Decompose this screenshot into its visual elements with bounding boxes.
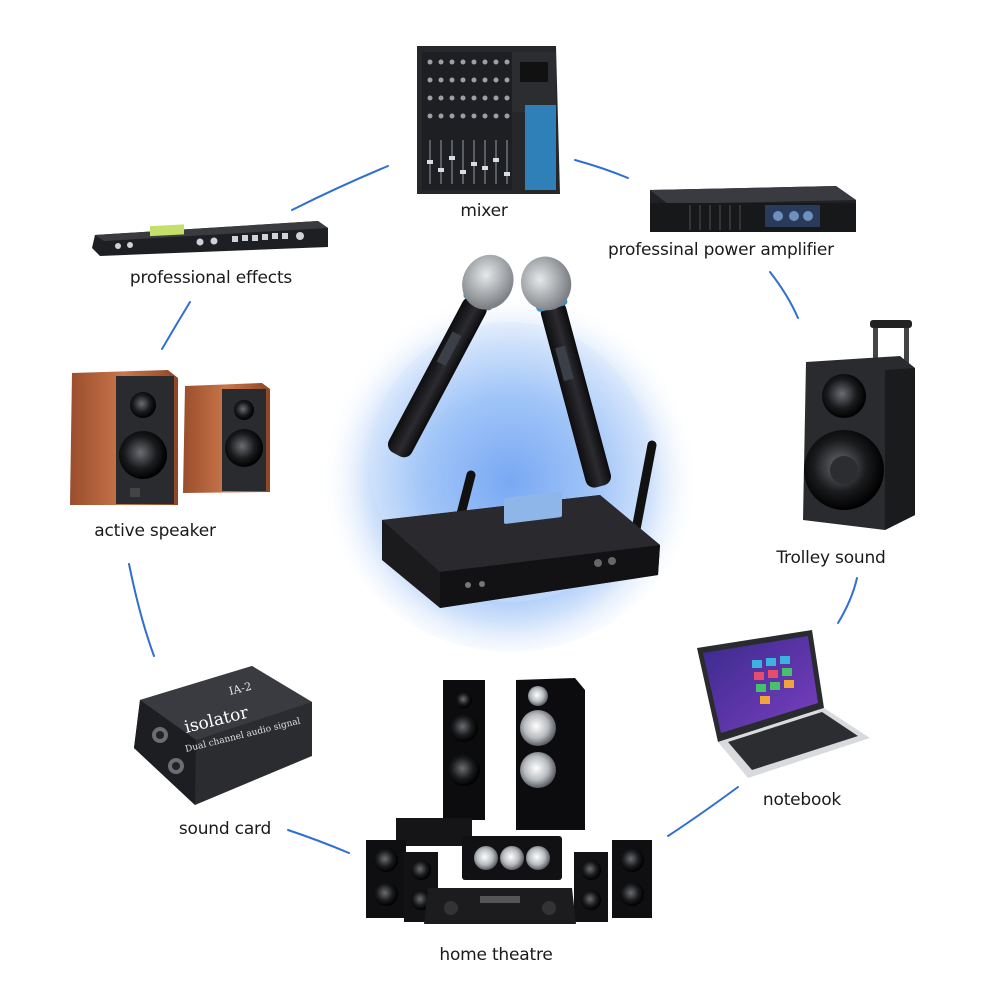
arc-soundcard-speaker: [128, 563, 155, 657]
arc-theatre-soundcard: [287, 829, 350, 854]
wireless-receiver-icon: [382, 440, 660, 608]
isolator-box-icon: [134, 666, 312, 805]
isolator-model-text: IA-2: [228, 680, 253, 698]
trolley-speaker-icon: [803, 320, 915, 530]
label-trolley-sound: Trolley sound: [776, 548, 886, 568]
home-theatre-icon: [366, 678, 652, 924]
arc-effects-mixer: [291, 165, 389, 211]
laptop-icon: [697, 630, 870, 778]
handheld-microphone-left-icon: [387, 254, 514, 458]
arc-trolley-notebook: [837, 577, 858, 624]
arc-mixer-amplifier: [574, 159, 629, 179]
label-power-amplifier: professinal power amplifier: [608, 240, 834, 260]
arc-speaker-effects: [161, 301, 191, 350]
label-notebook: notebook: [762, 790, 842, 810]
label-professional-effects: professional effects: [129, 268, 293, 288]
power-amplifier-icon: [650, 186, 856, 232]
arc-amplifier-trolley: [769, 271, 799, 319]
label-home-theatre: home theatre: [439, 945, 553, 965]
label-sound-card: sound card: [178, 819, 272, 839]
bookshelf-speakers-icon: [70, 370, 270, 505]
arc-notebook-theatre: [667, 786, 739, 837]
handheld-microphone-right-icon: [520, 256, 612, 488]
effects-processor-icon: [92, 221, 328, 256]
label-mixer: mixer: [460, 201, 508, 221]
label-active-speaker: active speaker: [94, 521, 216, 541]
mixer-console-icon: [417, 46, 560, 194]
connector-arcs: [128, 159, 858, 854]
